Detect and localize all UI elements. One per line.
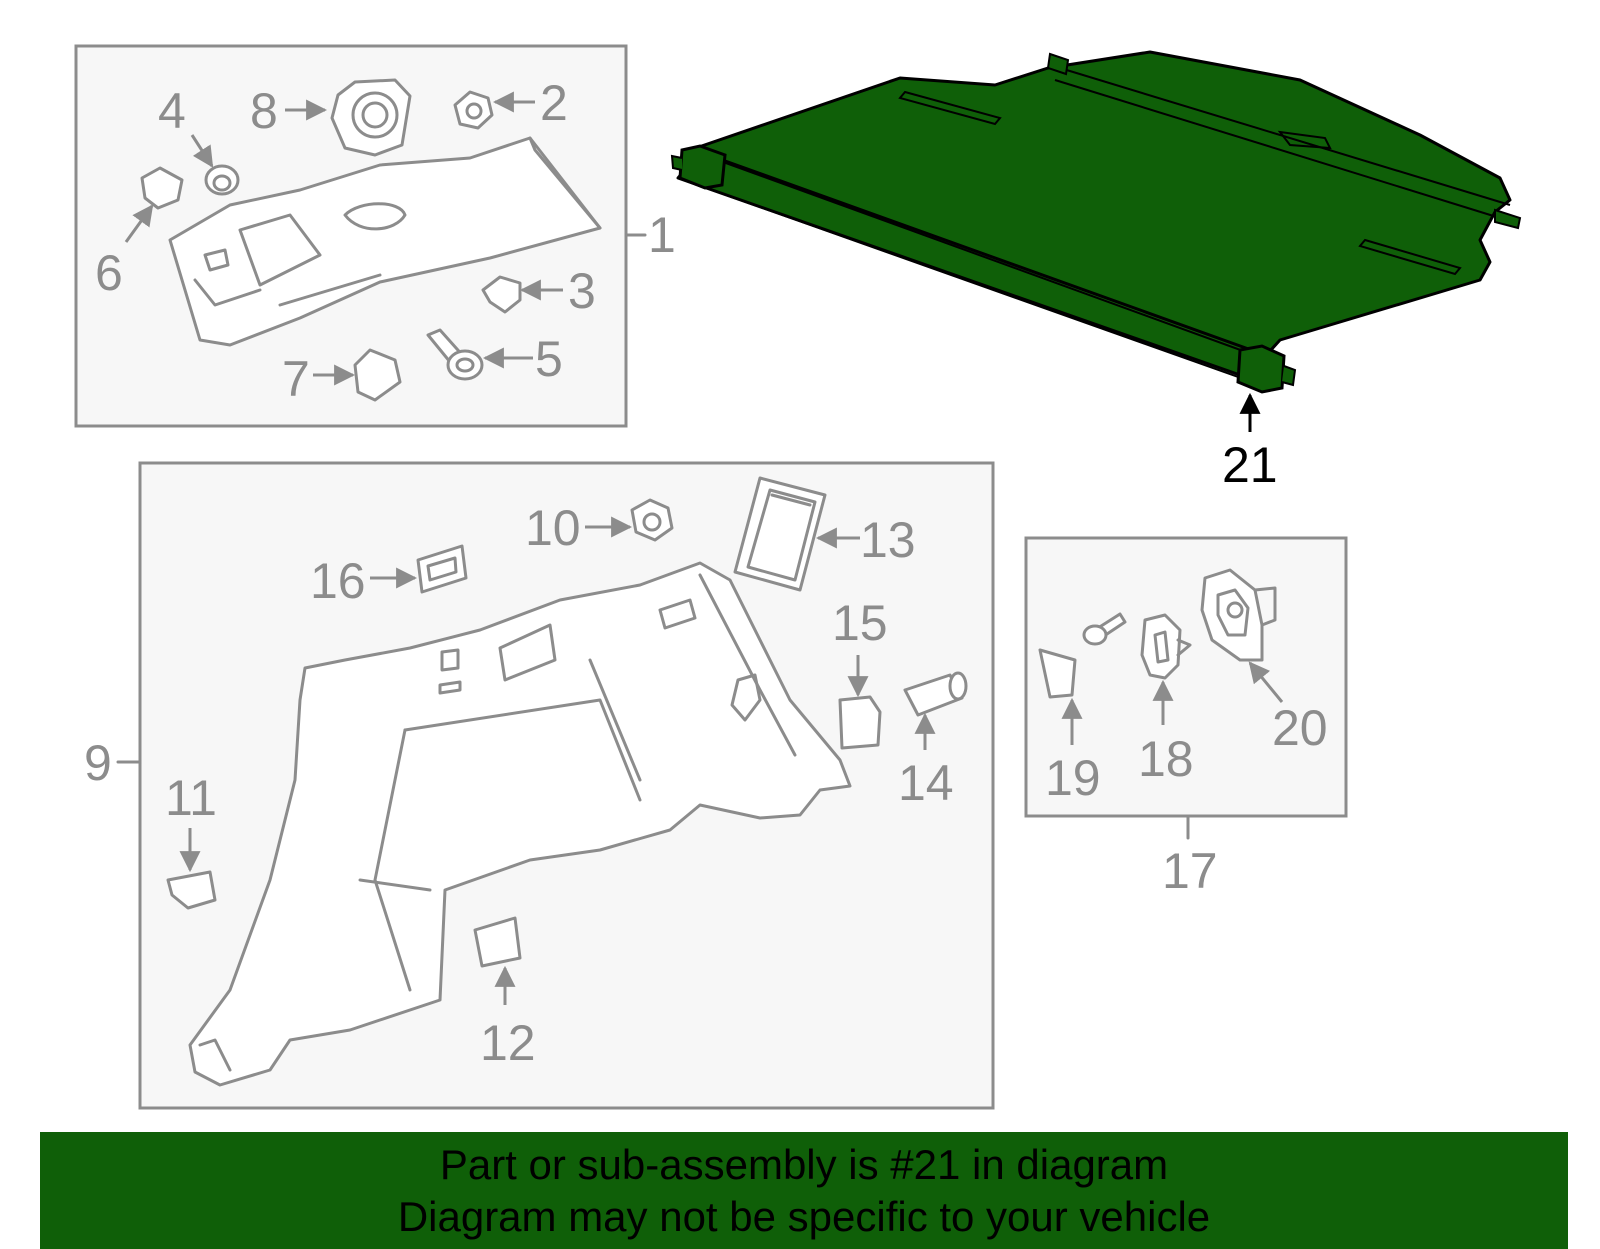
lamp-part-14 <box>903 671 968 717</box>
callout-18: 18 <box>1138 731 1194 787</box>
callout-21: 21 <box>1222 437 1278 493</box>
info-banner: Part or sub-assembly is #21 in diagram D… <box>40 1132 1568 1249</box>
panel-part-13 <box>733 476 827 592</box>
callout-20: 20 <box>1272 700 1328 756</box>
callout-17: 17 <box>1162 843 1218 899</box>
clip-part-2 <box>453 90 494 130</box>
leader-6 <box>124 204 154 243</box>
banner-line-1: Part or sub-assembly is #21 in diagram <box>439 1140 1169 1188</box>
callout-13: 13 <box>860 512 916 568</box>
callout-9: 9 <box>84 735 112 791</box>
callout-10: 10 <box>525 500 581 556</box>
callout-15: 15 <box>832 595 888 651</box>
callout-1: 1 <box>648 207 676 263</box>
callout-8: 8 <box>250 83 278 139</box>
block-part-12 <box>473 916 522 968</box>
callout-6: 6 <box>95 245 123 301</box>
cargo-cover-part-21 <box>670 50 1522 394</box>
upper-trim-panel <box>168 136 602 347</box>
retainer-part-7 <box>353 348 402 402</box>
leader-4 <box>190 134 214 168</box>
clip-part-11 <box>166 870 217 910</box>
grommet-part-4 <box>204 164 240 196</box>
lower-trim-panel <box>188 561 852 1087</box>
callout-14: 14 <box>898 755 954 811</box>
callout-2: 2 <box>540 75 568 131</box>
callout-3: 3 <box>568 263 596 319</box>
group-box-17 <box>1024 536 1348 818</box>
callout-19: 19 <box>1045 750 1101 806</box>
cap-part-6 <box>140 166 184 210</box>
screw-part-5 <box>426 328 484 381</box>
callout-7: 7 <box>282 351 310 407</box>
callout-12: 12 <box>480 1015 536 1071</box>
cover-part-19 <box>1038 648 1077 699</box>
leader-20 <box>1248 661 1284 703</box>
screw-part-17 <box>1082 612 1127 646</box>
hook-part-18 <box>1140 613 1192 680</box>
callout-11: 11 <box>165 770 217 826</box>
bracket-part-15 <box>838 695 882 750</box>
speaker-bracket <box>330 78 412 157</box>
clip-part-10 <box>630 498 674 542</box>
anchor-part-20 <box>1200 568 1277 662</box>
callout-5: 5 <box>535 331 563 387</box>
banner-line-2: Diagram may not be specific to your vehi… <box>397 1192 1211 1240</box>
callout-4: 4 <box>158 83 186 139</box>
callout-16: 16 <box>310 553 366 609</box>
